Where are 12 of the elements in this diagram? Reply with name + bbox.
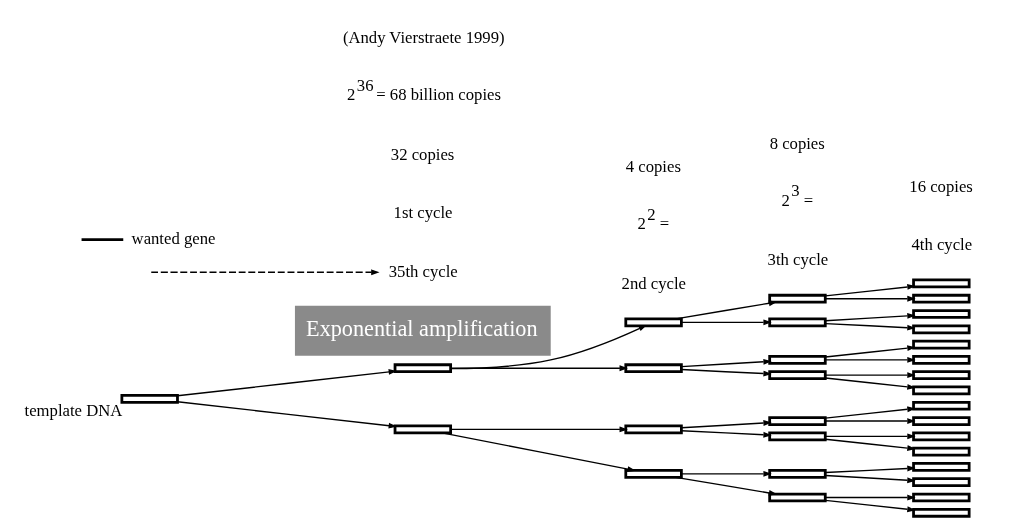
label: (Andy Vierstraete 1999) (342, 28, 505, 48)
label: 4 copies (625, 157, 681, 177)
label: 16 copies (909, 176, 973, 196)
label: 3th cycle (767, 250, 829, 270)
node-label: template DNA (24, 400, 123, 420)
label: 2nd cycle (621, 274, 686, 294)
label: 32 copies (390, 144, 455, 164)
node-text: 35th cycle (388, 261, 458, 281)
label: 1st cycle (393, 203, 453, 223)
label: 4th cycle (911, 235, 973, 255)
legend-label: wanted gene (131, 228, 216, 248)
label: 8 copies (769, 133, 825, 153)
